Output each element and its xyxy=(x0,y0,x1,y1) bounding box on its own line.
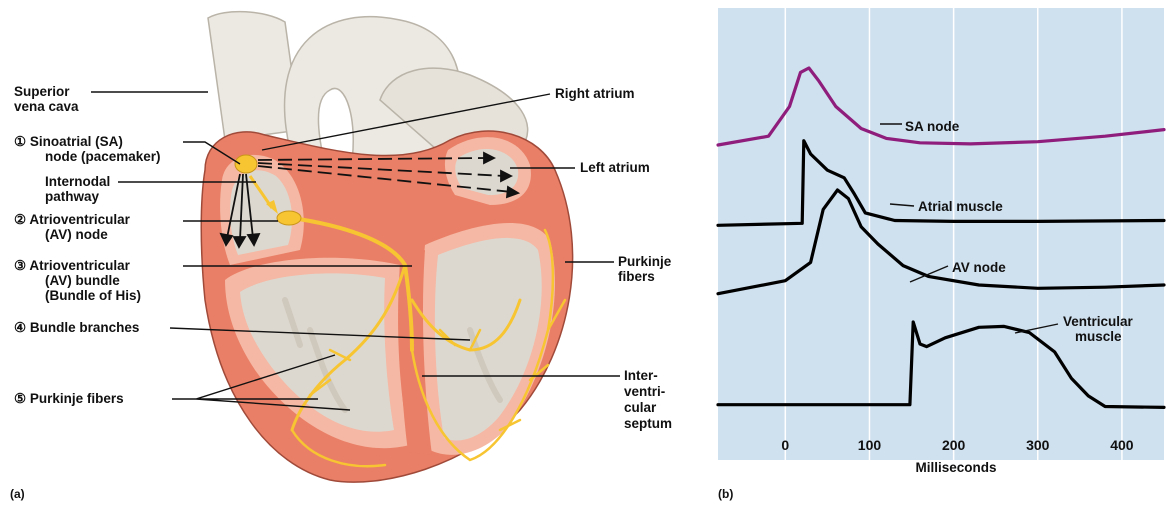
x-tick-label: 200 xyxy=(942,437,966,453)
action-potential-chart: 0 100 200 300 400 Milliseconds SA nodeAtrial… xyxy=(718,8,1164,475)
series-label: SA node xyxy=(905,119,960,134)
panel-label-a: (a) xyxy=(10,487,25,501)
label-bundle-branches: ④ Bundle branches xyxy=(14,320,139,335)
panel-label-b: (b) xyxy=(718,487,733,501)
heart-illustration xyxy=(201,12,572,483)
x-tick-label: 100 xyxy=(858,437,882,453)
label-purkinje-fibers: ⑤ Purkinje fibers xyxy=(14,391,124,406)
label-right-atrium: Right atrium xyxy=(555,86,635,101)
sa-node xyxy=(235,155,257,173)
label-av-bundle: ③ Atrioventricular(AV) bundle(Bundle of … xyxy=(14,258,141,303)
series-label: Atrial muscle xyxy=(918,199,1003,214)
label-left-atrium: Left atrium xyxy=(580,160,650,175)
av-node xyxy=(277,211,301,225)
series-label: AV node xyxy=(952,260,1006,275)
x-tick-label: 300 xyxy=(1026,437,1050,453)
chart-x-axis-label: Milliseconds xyxy=(915,460,996,475)
label-av-node: ② Atrioventricular(AV) node xyxy=(14,212,131,242)
x-tick-label: 0 xyxy=(781,437,789,453)
label-sa-node: ① Sinoatrial (SA)node (pacemaker) xyxy=(14,134,161,164)
x-tick-label: 400 xyxy=(1110,437,1134,453)
